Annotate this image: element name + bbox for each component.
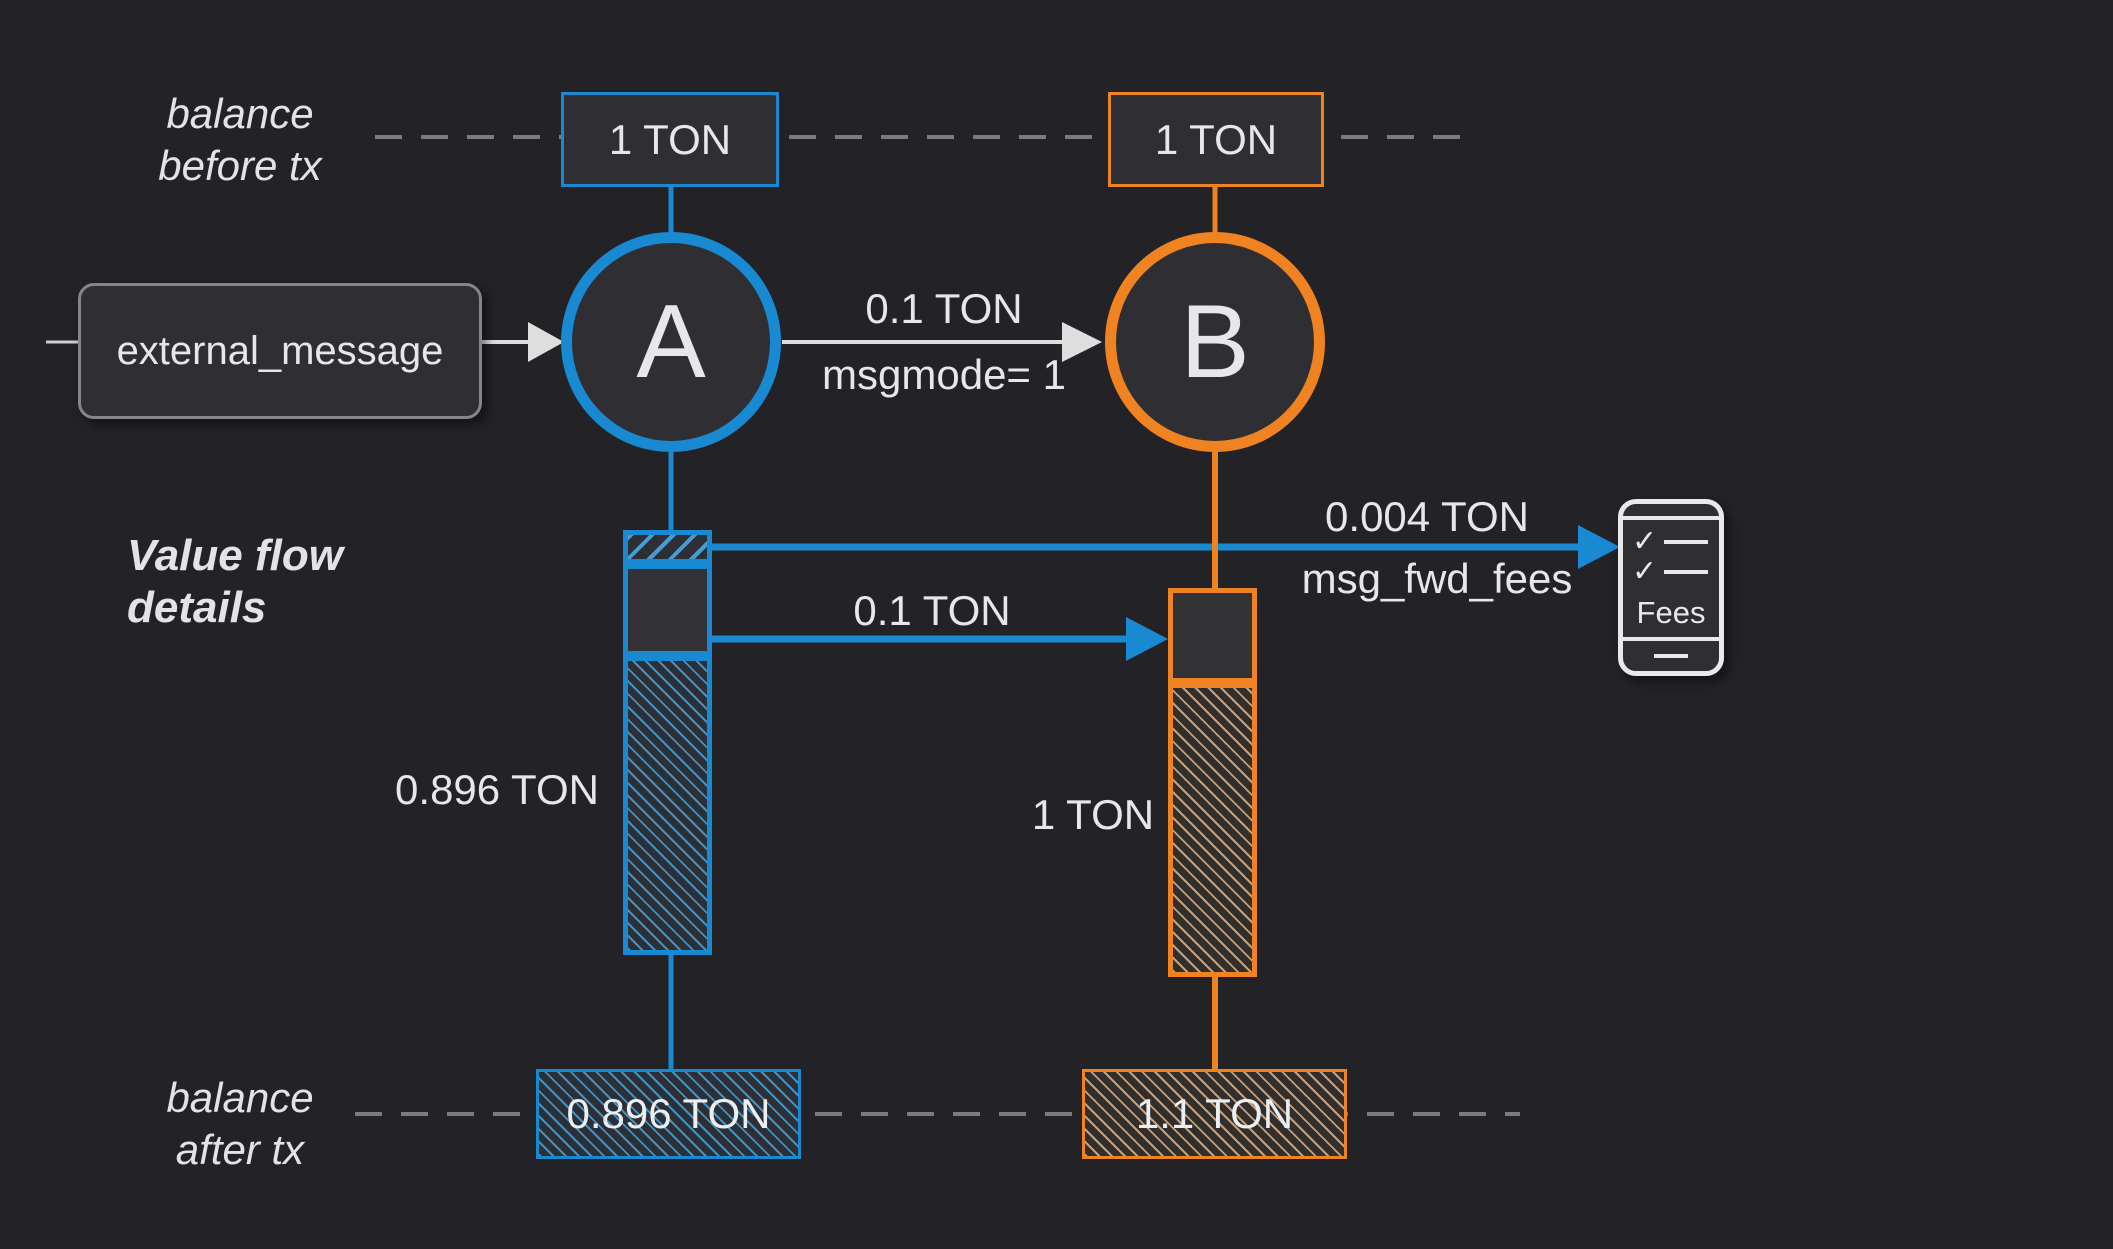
account-a-value-bar: [623, 530, 712, 955]
b-balance-after-box: 1.1 TON: [1082, 1069, 1347, 1159]
balance-after-label: balance after tx: [90, 1072, 390, 1176]
value-transfer-amount-label: 0.1 TON: [853, 587, 1011, 634]
fees-check-row-1: ✓: [1632, 527, 1710, 557]
a-to-b-msgmode-label: msgmode= 1: [822, 351, 1066, 398]
account-b-node: B: [1105, 232, 1325, 452]
checkmark-icon: ✓: [1632, 525, 1658, 558]
b-original-amount-label: 1 TON: [1031, 791, 1155, 838]
fees-icon-bottom-bezel: [1623, 637, 1719, 671]
fee-name-label: msg_fwd_fees: [1301, 555, 1573, 602]
balance-before-label: balance before tx: [90, 88, 390, 192]
a-bar-fee-segment: [623, 530, 712, 564]
a-to-b-arrowhead: [1062, 322, 1102, 362]
value-transfer-arrowhead: [1126, 617, 1168, 661]
external-message-box: external_message: [78, 283, 482, 419]
balance-before-line1: balance: [166, 90, 314, 137]
fees-check-row-2: ✓: [1632, 557, 1710, 587]
fees-icon-top-bezel: [1623, 504, 1719, 520]
b-balance-before-value: 1 TON: [1154, 115, 1278, 163]
b-balance-before-box: 1 TON: [1108, 92, 1324, 187]
checkmark-icon: ✓: [1632, 555, 1658, 588]
external-message-label: external_message: [116, 328, 444, 373]
b-bar-original-segment: [1168, 683, 1257, 977]
check-row-line: [1664, 570, 1709, 574]
fees-icon: ✓ ✓ Fees: [1618, 499, 1724, 676]
fees-icon-screen: ✓ ✓ Fees: [1623, 520, 1719, 637]
check-row-line: [1664, 540, 1709, 544]
value-flow-line2: details: [127, 583, 267, 632]
account-a-letter: A: [636, 283, 706, 400]
a-balance-after-box: 0.896 TON: [536, 1069, 801, 1159]
a-balance-after-value: 0.896 TON: [566, 1090, 771, 1137]
account-b-letter: B: [1180, 283, 1250, 400]
a-bar-remaining-segment: [623, 656, 712, 955]
fee-amount-label: 0.004 TON: [1325, 493, 1529, 540]
a-balance-before-value: 1 TON: [608, 115, 732, 163]
balance-before-line2: before tx: [158, 142, 322, 189]
a-balance-before-box: 1 TON: [561, 92, 779, 187]
value-flow-line1: Value flow: [127, 531, 343, 580]
fee-arrowhead: [1578, 525, 1620, 569]
a-to-b-amount-label: 0.1 TON: [865, 285, 1023, 332]
a-bar-sent-segment: [623, 564, 712, 656]
value-flow-label: Value flow details: [127, 530, 427, 634]
b-balance-after-value: 1.1 TON: [1135, 1090, 1294, 1137]
fees-icon-label: Fees: [1636, 595, 1706, 630]
account-b-value-bar: [1168, 588, 1257, 977]
a-remaining-amount-label: 0.896 TON: [395, 766, 599, 813]
fees-icon-home-dash: [1654, 654, 1688, 658]
external-to-a-arrowhead: [528, 322, 564, 362]
balance-after-line1: balance: [166, 1074, 314, 1121]
b-bar-received-segment: [1168, 588, 1257, 683]
balance-after-line2: after tx: [175, 1126, 305, 1173]
account-a-node: A: [561, 232, 781, 452]
